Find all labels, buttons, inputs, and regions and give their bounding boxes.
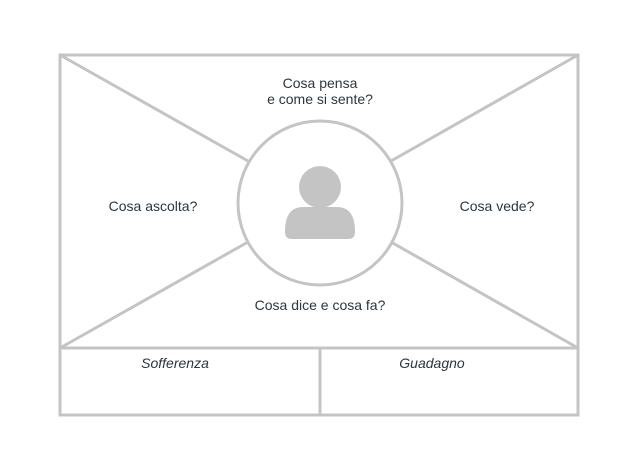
diagonal-top-left [59,53,249,163]
think-feel-label: Cosa pensa e come si sente? [267,75,373,107]
pains-label: Sofferenza [141,355,209,371]
user-avatar-icon [285,166,355,239]
diagonal-bottom-left [59,240,249,350]
hear-label: Cosa ascolta? [108,198,198,214]
diagonal-top-right [390,53,579,163]
say-do-label: Cosa dice e cosa fa? [254,297,386,313]
see-label: Cosa vede? [459,198,535,214]
gains-label: Guadagno [399,355,465,371]
diagonal-bottom-right [390,240,579,350]
